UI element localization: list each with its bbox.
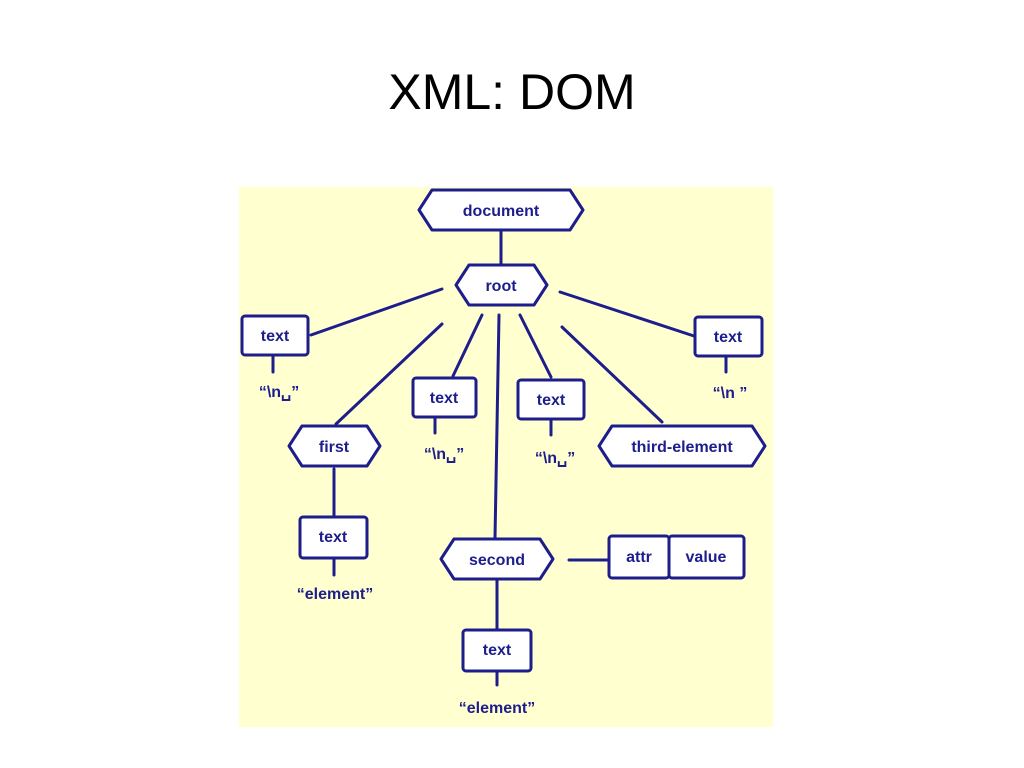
text-right-value: “\n ”	[713, 385, 748, 402]
edge-root-text-right	[558, 290, 699, 339]
node-text-second-child: text “element”	[459, 628, 535, 717]
node-first: first	[287, 424, 382, 468]
node-document-label: document	[463, 203, 540, 220]
edge-root-text-left	[309, 287, 444, 337]
edge-root-third-element	[560, 325, 664, 424]
text-mid2-value: “\n␣”	[535, 450, 575, 467]
node-text-second-child-label: text	[483, 642, 512, 659]
edge-root-text-mid2	[518, 313, 553, 379]
slide-title: XML: DOM	[388, 64, 636, 120]
node-first-label: first	[319, 439, 350, 456]
node-second: second	[439, 537, 555, 581]
edge-root-first	[334, 322, 444, 426]
text-second-child-value: “element”	[459, 700, 535, 717]
dom-tree-svg: document root text “\n␣” text “\n ” firs…	[240, 188, 767, 717]
edge-root-second	[493, 313, 501, 540]
dom-tree-diagram: document root text “\n␣” text “\n ” firs…	[239, 187, 773, 727]
text-mid1-value: “\n␣”	[424, 446, 464, 463]
node-third-element-label: third-element	[631, 439, 733, 456]
node-text-first-child: text “element”	[297, 515, 373, 603]
node-text-right: text “\n ”	[693, 315, 764, 402]
node-attr-label: attr	[626, 549, 652, 566]
node-text-mid1-label: text	[430, 390, 459, 407]
node-text-mid1: text “\n␣”	[411, 376, 478, 463]
node-value-label: value	[686, 549, 727, 566]
text-left-value: “\n␣”	[259, 384, 299, 401]
edge-root-text-mid1	[451, 313, 484, 378]
node-text-left: text “\n␣”	[240, 314, 310, 401]
text-first-child-value: “element”	[297, 586, 373, 603]
node-root-label: root	[485, 278, 517, 295]
node-text-mid2: text “\n␣”	[516, 378, 586, 467]
node-attribute: attr value	[607, 534, 746, 580]
node-third-element: third-element	[597, 424, 767, 468]
node-text-first-child-label: text	[319, 529, 348, 546]
tree-edges	[271, 229, 728, 687]
node-text-left-label: text	[261, 328, 290, 345]
node-text-mid2-label: text	[537, 392, 566, 409]
node-root: root	[454, 263, 549, 307]
node-document: document	[417, 188, 585, 232]
node-second-label: second	[469, 552, 525, 569]
node-text-right-label: text	[714, 329, 743, 346]
